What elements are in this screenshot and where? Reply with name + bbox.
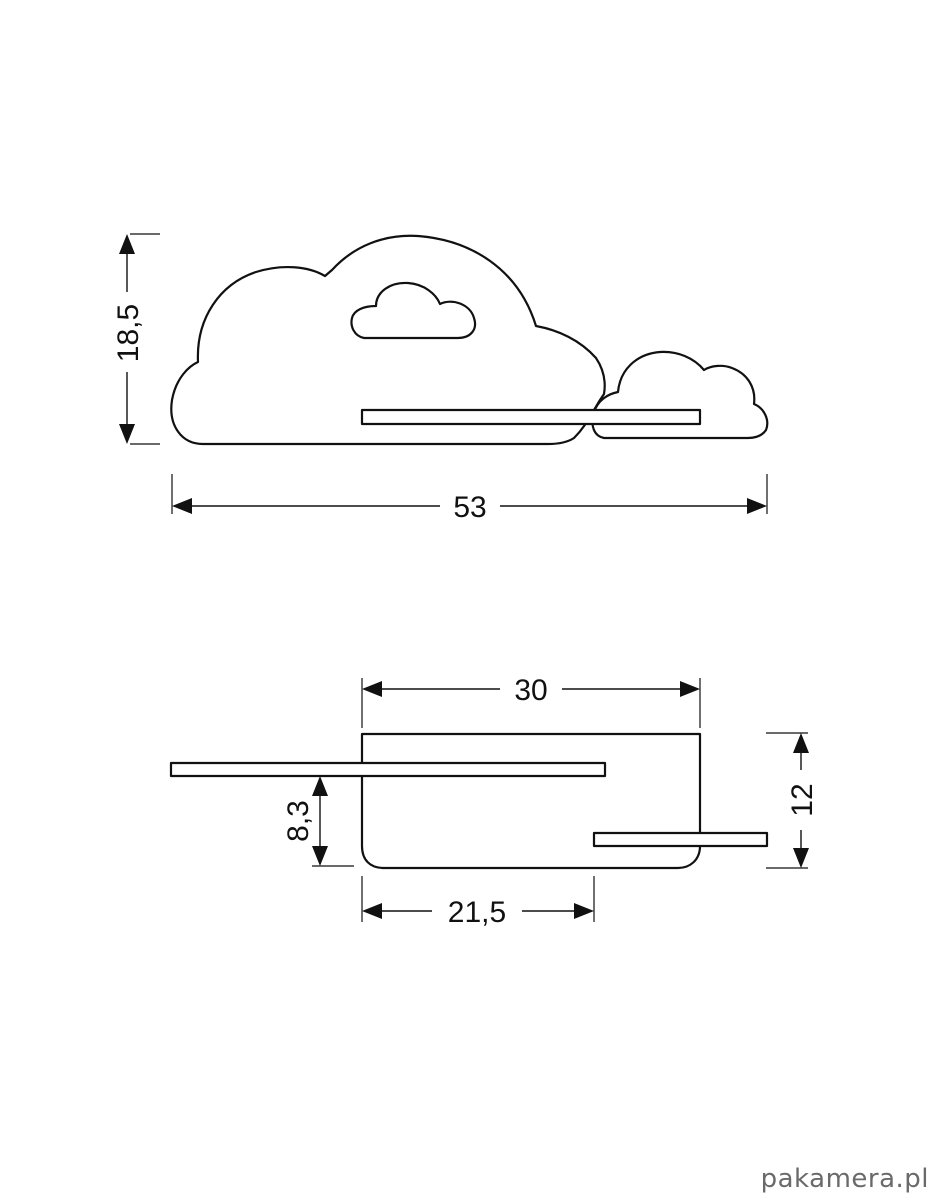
shelf-height-label: 8,3: [282, 800, 315, 842]
dim-front-height: 18,5: [112, 233, 160, 445]
bottom-width-label: 21,5: [448, 896, 506, 929]
front-view: [170, 234, 769, 446]
top-width-label: 30: [514, 674, 547, 707]
top-view: [169, 732, 769, 870]
top-depth-label: 12: [786, 783, 819, 816]
cloud-cutout: [350, 281, 477, 340]
dim-front-width: 53: [171, 474, 768, 524]
dim-shelf-height: 8,3: [282, 776, 354, 867]
front-width-label: 53: [453, 491, 486, 524]
dim-bottom-width: 21,5: [361, 876, 595, 929]
dim-top-depth: 12: [766, 732, 819, 869]
top-body-outline: [360, 732, 702, 870]
front-height-label: 18,5: [112, 304, 145, 362]
front-shelf-bar: [360, 408, 702, 426]
top-short-shelf: [592, 831, 769, 848]
top-long-shelf: [169, 761, 607, 778]
dim-top-width: 30: [361, 674, 701, 728]
watermark-logo: pakamera.pl: [760, 1164, 929, 1194]
